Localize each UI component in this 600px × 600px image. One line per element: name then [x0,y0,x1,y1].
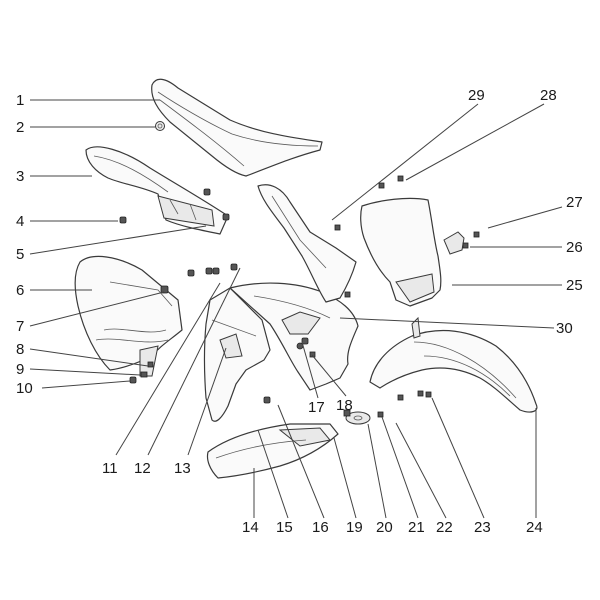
callout-3: 3 [16,168,24,185]
bolt-23a [417,390,424,397]
callout-6: 6 [16,282,24,299]
bolt-17 [301,337,309,345]
callout-5: 5 [16,246,24,263]
callout-21: 21 [408,519,425,536]
bolt-9 [140,371,148,378]
bolt-26 [462,242,469,249]
front-fender [369,316,538,413]
callout-10: 10 [16,380,33,397]
seat-nut [155,121,165,131]
callout-2: 2 [16,119,24,136]
callout-11: 11 [102,460,118,477]
callout-15: 15 [276,519,293,536]
bolt-11d [230,263,238,271]
bolt-18 [309,351,316,358]
callout-17: 17 [308,399,325,416]
rear-fender [85,146,229,235]
callout-23: 23 [474,519,491,536]
leader-lines [29,99,563,519]
front-number-plate-side [257,184,357,303]
callout-22: 22 [436,519,453,536]
bolt-under-29 [344,291,351,298]
callout-19: 19 [346,519,363,536]
callout-16: 16 [312,519,329,536]
bolt-21 [377,411,384,418]
callout-30: 30 [556,320,573,337]
bolt-11b [205,267,213,275]
callout-labels: 1 2 3 4 5 6 7 8 9 10 11 12 13 14 15 16 1… [16,87,583,536]
washer-20 [345,411,371,425]
bolt-7 [160,285,169,294]
callout-13: 13 [174,460,191,477]
callout-8: 8 [16,341,24,358]
bolt-near-fender [203,188,211,196]
callout-14: 14 [242,519,259,536]
callout-4: 4 [16,213,24,230]
callout-9: 9 [16,361,24,378]
bolt-23b [425,391,432,398]
radiator-shroud-left [203,287,271,422]
skid-plate [206,423,339,479]
bolt-10 [129,376,137,384]
callout-26: 26 [566,239,583,256]
callout-24: 24 [526,519,543,536]
bolt-8 [147,361,154,368]
bolt-28b [397,175,404,182]
callout-7: 7 [16,318,24,335]
bolt-5 [222,213,230,221]
radiator-shroud-right [229,282,359,391]
bolt-near-29 [334,224,341,231]
bolt-22 [397,394,404,401]
plate-bracket [443,231,480,255]
bolt-15 [263,396,271,404]
bolt-27 [473,231,480,238]
bolt-11a [187,269,195,277]
callout-25: 25 [566,277,583,294]
callout-1: 1 [16,92,24,109]
callout-20: 20 [376,519,393,536]
bolt-11c [212,267,220,275]
callout-18: 18 [336,397,353,414]
side-panel [74,255,183,377]
bolt-4 [119,216,127,224]
callout-27: 27 [566,194,583,211]
bolt-19 [343,409,351,417]
front-number-plate [360,175,442,307]
bolt-28a [378,182,385,189]
callout-29: 29 [468,87,485,104]
callout-12: 12 [134,460,151,477]
part-drawings [74,78,538,479]
seat [151,78,323,177]
callout-28: 28 [540,87,557,104]
